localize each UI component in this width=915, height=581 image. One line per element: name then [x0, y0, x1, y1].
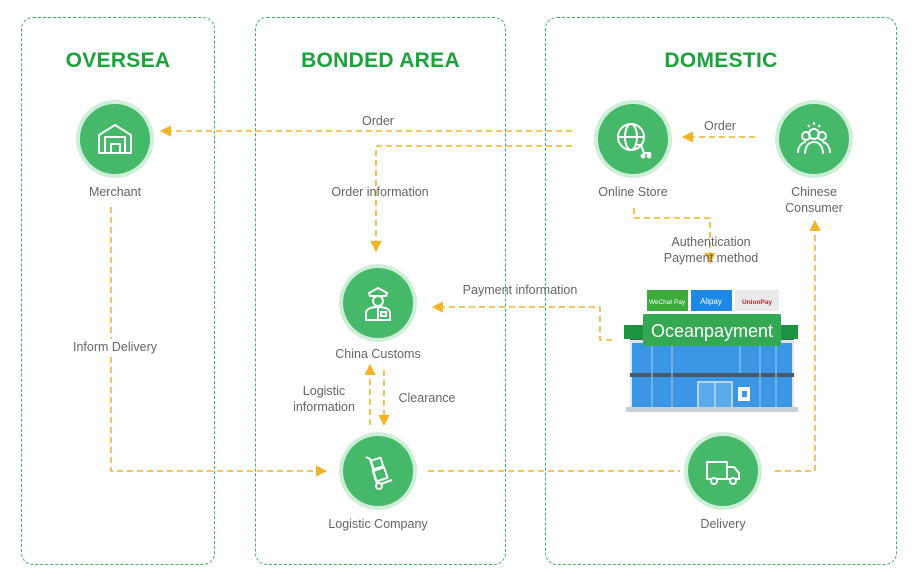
- delivery-truck-icon: [688, 436, 758, 506]
- alipay-badge: Alipay: [700, 297, 722, 306]
- logistic-company-handtruck-icon: [343, 436, 413, 506]
- bonded-area-zone: [255, 17, 506, 565]
- online-store-label: Online Store: [598, 185, 668, 199]
- oversea-zone: [21, 17, 215, 565]
- unionpay-badge: UnionPay: [742, 299, 772, 306]
- logistic-company-label: Logistic Company: [328, 517, 428, 531]
- chinese-consumer-label-line2: Consumer: [785, 201, 843, 215]
- inform-delivery-label: Inform Delivery: [60, 339, 170, 355]
- order-to-merchant-label: Order: [362, 114, 394, 128]
- arrow-store-to-payment: [633, 208, 716, 265]
- merchant-warehouse-icon: [80, 104, 150, 174]
- payment-information-label: Payment information: [462, 283, 578, 297]
- domestic-zone: [545, 17, 897, 565]
- arrow-payment-to-customs: [431, 301, 612, 341]
- wechat-pay-badge: WeChat Pay: [649, 299, 686, 306]
- logistic-information-line1: Logistic: [302, 384, 346, 398]
- china-customs-officer-icon: [343, 268, 413, 338]
- oceanpayment-logo-text: Oceanpayment: [651, 321, 773, 341]
- authentication-payment-label: Authentication Payment method: [656, 234, 766, 266]
- clearance-label: Clearance: [398, 391, 456, 405]
- payment-method-label-line2: Payment method: [663, 251, 759, 265]
- delivery-label: Delivery: [700, 517, 746, 531]
- chinese-consumer-label: Chinese Consumer: [764, 184, 864, 216]
- oversea-title: OVERSEA: [65, 49, 171, 72]
- authentication-label-line1: Authentication: [671, 235, 751, 249]
- arrow-delivery-to-consumer: [775, 219, 821, 472]
- chinese-consumer-group-icon: [779, 104, 849, 174]
- order-information-label: Order information: [331, 185, 429, 199]
- arrow-merchant-to-logistics: [110, 207, 328, 477]
- logistic-information-label: Logistic information: [284, 383, 364, 415]
- china-customs-label: China Customs: [335, 347, 421, 361]
- logistic-information-line2: information: [293, 400, 355, 414]
- arrow-order-info-to-customs: [370, 145, 572, 253]
- domestic-title: DOMESTIC: [664, 49, 778, 72]
- oceanpayment-storefront: Oceanpayment WeChat Pay Alipay UnionPay: [624, 290, 798, 412]
- bonded-area-title: BONDED AREA: [301, 49, 460, 72]
- merchant-label: Merchant: [88, 185, 142, 199]
- online-store-globe-icon: [598, 104, 668, 174]
- order-from-consumer-label: Order: [704, 119, 736, 133]
- chinese-consumer-label-line1: Chinese: [791, 185, 837, 199]
